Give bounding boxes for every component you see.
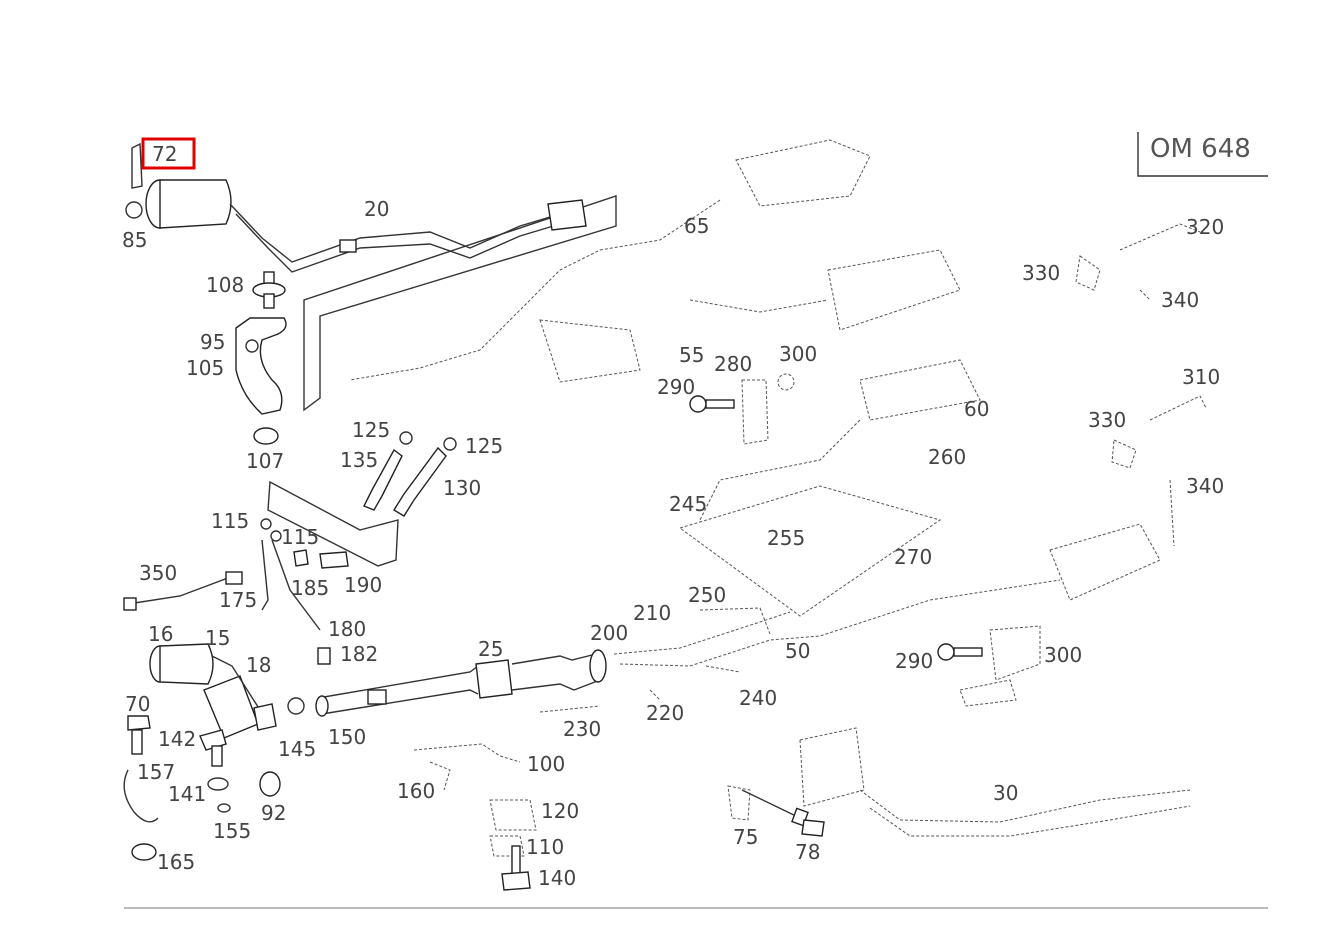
callout-65[interactable]: 65	[684, 214, 709, 238]
callout-107[interactable]: 107	[246, 449, 284, 473]
callout-290[interactable]: 290	[895, 649, 933, 673]
callout-95[interactable]: 95	[200, 330, 225, 354]
catalytic-converter	[149, 643, 277, 739]
callout-300[interactable]: 300	[1044, 643, 1082, 667]
callout-182[interactable]: 182	[340, 642, 378, 666]
callout-115[interactable]: 115	[211, 509, 249, 533]
callout-250[interactable]: 250	[688, 583, 726, 607]
bolt-55	[689, 373, 795, 445]
callout-180[interactable]: 180	[328, 617, 366, 641]
callout-255[interactable]: 255	[767, 526, 805, 550]
callout-350[interactable]: 350	[139, 561, 177, 585]
callout-70[interactable]: 70	[125, 692, 150, 716]
callout-16[interactable]: 16	[148, 622, 173, 646]
callout-220[interactable]: 220	[646, 701, 684, 725]
fasteners-left	[123, 697, 305, 861]
bolt-290b	[937, 625, 1041, 707]
callout-78[interactable]: 78	[795, 840, 820, 864]
callout-125[interactable]: 125	[352, 418, 390, 442]
callout-30[interactable]: 30	[993, 781, 1018, 805]
callout-55[interactable]: 55	[679, 343, 704, 367]
callout-165[interactable]: 165	[157, 850, 195, 874]
callout-210[interactable]: 210	[633, 601, 671, 625]
engine-label: OM 648	[1150, 134, 1251, 164]
callout-135[interactable]: 135	[340, 448, 378, 472]
tail-pipe-30	[727, 727, 1191, 837]
callout-130[interactable]: 130	[443, 476, 481, 500]
callout-60[interactable]: 60	[964, 397, 989, 421]
callout-230[interactable]: 230	[563, 717, 601, 741]
callout-72[interactable]: 72	[152, 142, 177, 166]
callout-185[interactable]: 185	[291, 576, 329, 600]
callout-310[interactable]: 310	[1182, 365, 1220, 389]
callout-260[interactable]: 260	[928, 445, 966, 469]
callout-115[interactable]: 115	[281, 525, 319, 549]
callout-280[interactable]: 280	[714, 352, 752, 376]
callout-330[interactable]: 330	[1022, 261, 1060, 285]
callout-110[interactable]: 110	[526, 835, 564, 859]
callout-125[interactable]: 125	[465, 434, 503, 458]
inset-frame	[303, 195, 617, 412]
callout-340[interactable]: 340	[1161, 288, 1199, 312]
callout-240[interactable]: 240	[739, 686, 777, 710]
callout-85[interactable]: 85	[122, 228, 147, 252]
callout-300[interactable]: 300	[779, 342, 817, 366]
callout-75[interactable]: 75	[733, 825, 758, 849]
callout-190[interactable]: 190	[344, 573, 382, 597]
callout-20[interactable]: 20	[364, 197, 389, 221]
hoses-group	[267, 431, 457, 567]
callout-50[interactable]: 50	[785, 639, 810, 663]
callout-108[interactable]: 108	[206, 273, 244, 297]
callout-175[interactable]: 175	[219, 588, 257, 612]
callout-120[interactable]: 120	[541, 799, 579, 823]
rear-muffler-upper	[349, 139, 981, 521]
bracket-95	[235, 317, 287, 415]
sensor-lines	[123, 518, 349, 665]
callout-100[interactable]: 100	[527, 752, 565, 776]
front-pipe-25	[315, 649, 607, 717]
callout-145[interactable]: 145	[278, 737, 316, 761]
grommet-107	[253, 427, 279, 445]
callout-320[interactable]: 320	[1186, 215, 1224, 239]
callout-200[interactable]: 200	[590, 621, 628, 645]
callout-25[interactable]: 25	[478, 637, 503, 661]
callout-highlight	[141, 137, 196, 170]
callout-labels: 72 85 20 108 95 105 107 125 135 125 130 …	[122, 142, 1224, 890]
callout-157[interactable]: 157	[137, 760, 175, 784]
callout-160[interactable]: 160	[397, 779, 435, 803]
callout-330[interactable]: 330	[1088, 408, 1126, 432]
callout-105[interactable]: 105	[186, 356, 224, 380]
callout-290[interactable]: 290	[657, 375, 695, 399]
callout-150[interactable]: 150	[328, 725, 366, 749]
callout-141[interactable]: 141	[168, 782, 206, 806]
small-parts-bottom-center	[413, 705, 601, 891]
callout-245[interactable]: 245	[669, 492, 707, 516]
callout-92[interactable]: 92	[261, 801, 286, 825]
center-pipe-50	[613, 485, 1061, 701]
callout-18[interactable]: 18	[246, 653, 271, 677]
callout-142[interactable]: 142	[158, 727, 196, 751]
callout-340[interactable]: 340	[1186, 474, 1224, 498]
front-muffler-assembly	[125, 142, 587, 273]
callout-155[interactable]: 155	[213, 819, 251, 843]
callout-15[interactable]: 15	[205, 626, 230, 650]
callout-140[interactable]: 140	[538, 866, 576, 890]
engine-label-box: OM 648	[1137, 132, 1268, 177]
hanger-108	[252, 271, 286, 309]
rear-silencer-right	[1049, 223, 1207, 601]
callout-270[interactable]: 270	[894, 545, 932, 569]
